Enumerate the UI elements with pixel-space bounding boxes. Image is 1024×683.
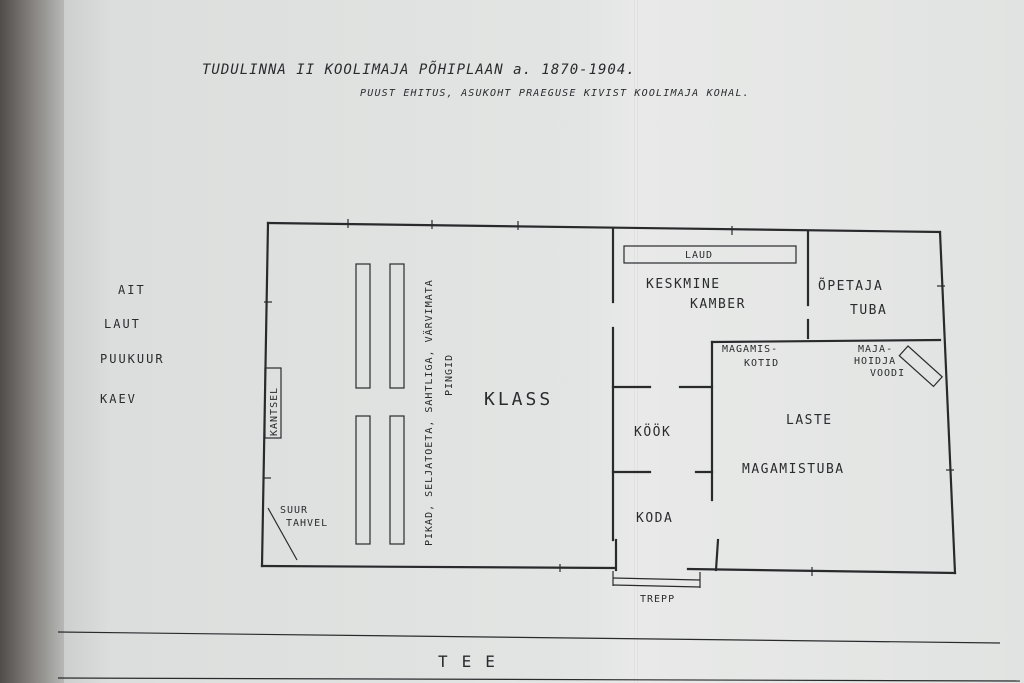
bench-4 [389,415,405,545]
label-hoidja: HOIDJA [854,356,896,367]
label-kamber: KAMBER [690,297,746,312]
interior-walls [611,227,942,572]
label-laud: LAUD [685,250,713,261]
label-laut: LAUT [104,317,141,331]
label-opetaja: ÕPETAJA [818,278,883,294]
label-benches-pingid: PINGID [444,354,455,396]
plan-title: TUDULINNA II KOOLIMAJA PÕHIPLAAN a. 1870… [202,61,636,78]
outer-walls [260,221,957,575]
label-tuba: TUBA [850,303,887,318]
caretaker-bed [898,345,944,388]
label-ait: AIT [118,283,146,297]
label-tee: TEE [438,652,509,671]
label-voodi: VOODI [870,368,905,379]
label-magamis: MAGAMIS- [722,344,778,355]
bench-3 [355,415,371,545]
label-klass: KLASS [484,389,553,410]
label-keskmine: KESKMINE [646,277,721,292]
pulpit [264,367,282,439]
stairs [612,571,701,588]
book-spine [0,0,64,683]
label-suur: SUUR [280,505,308,516]
label-kook: KÖÖK [634,423,671,440]
wall-ticks [263,219,954,576]
label-koda: KODA [636,511,673,526]
label-laste: LASTE [786,413,833,428]
bench-1 [355,263,371,389]
label-kaev: KAEV [100,392,137,406]
label-kotid: KOTID [744,358,779,369]
label-trepp: TREPP [640,594,675,605]
label-puukuur: PUUKUUR [100,352,165,366]
blackboard [267,507,298,561]
label-magamistuba: MAGAMISTUBA [742,462,845,477]
benches [355,263,405,545]
page-fold [634,0,638,683]
bench-2 [389,263,405,389]
label-benches-desc: PIKAD, SELJATOETA, SAHTLIGA, VÄRVIMATA [422,279,435,546]
label-tahvel: TAHVEL [286,518,328,529]
plan-subtitle: PUUST EHITUS, ASUKOHT PRAEGUSE KIVIST KO… [360,88,750,99]
label-maja: MAJA- [858,344,893,355]
road-lines [57,631,1021,682]
label-kantsel: KANTSEL [269,387,280,436]
table [623,245,797,264]
